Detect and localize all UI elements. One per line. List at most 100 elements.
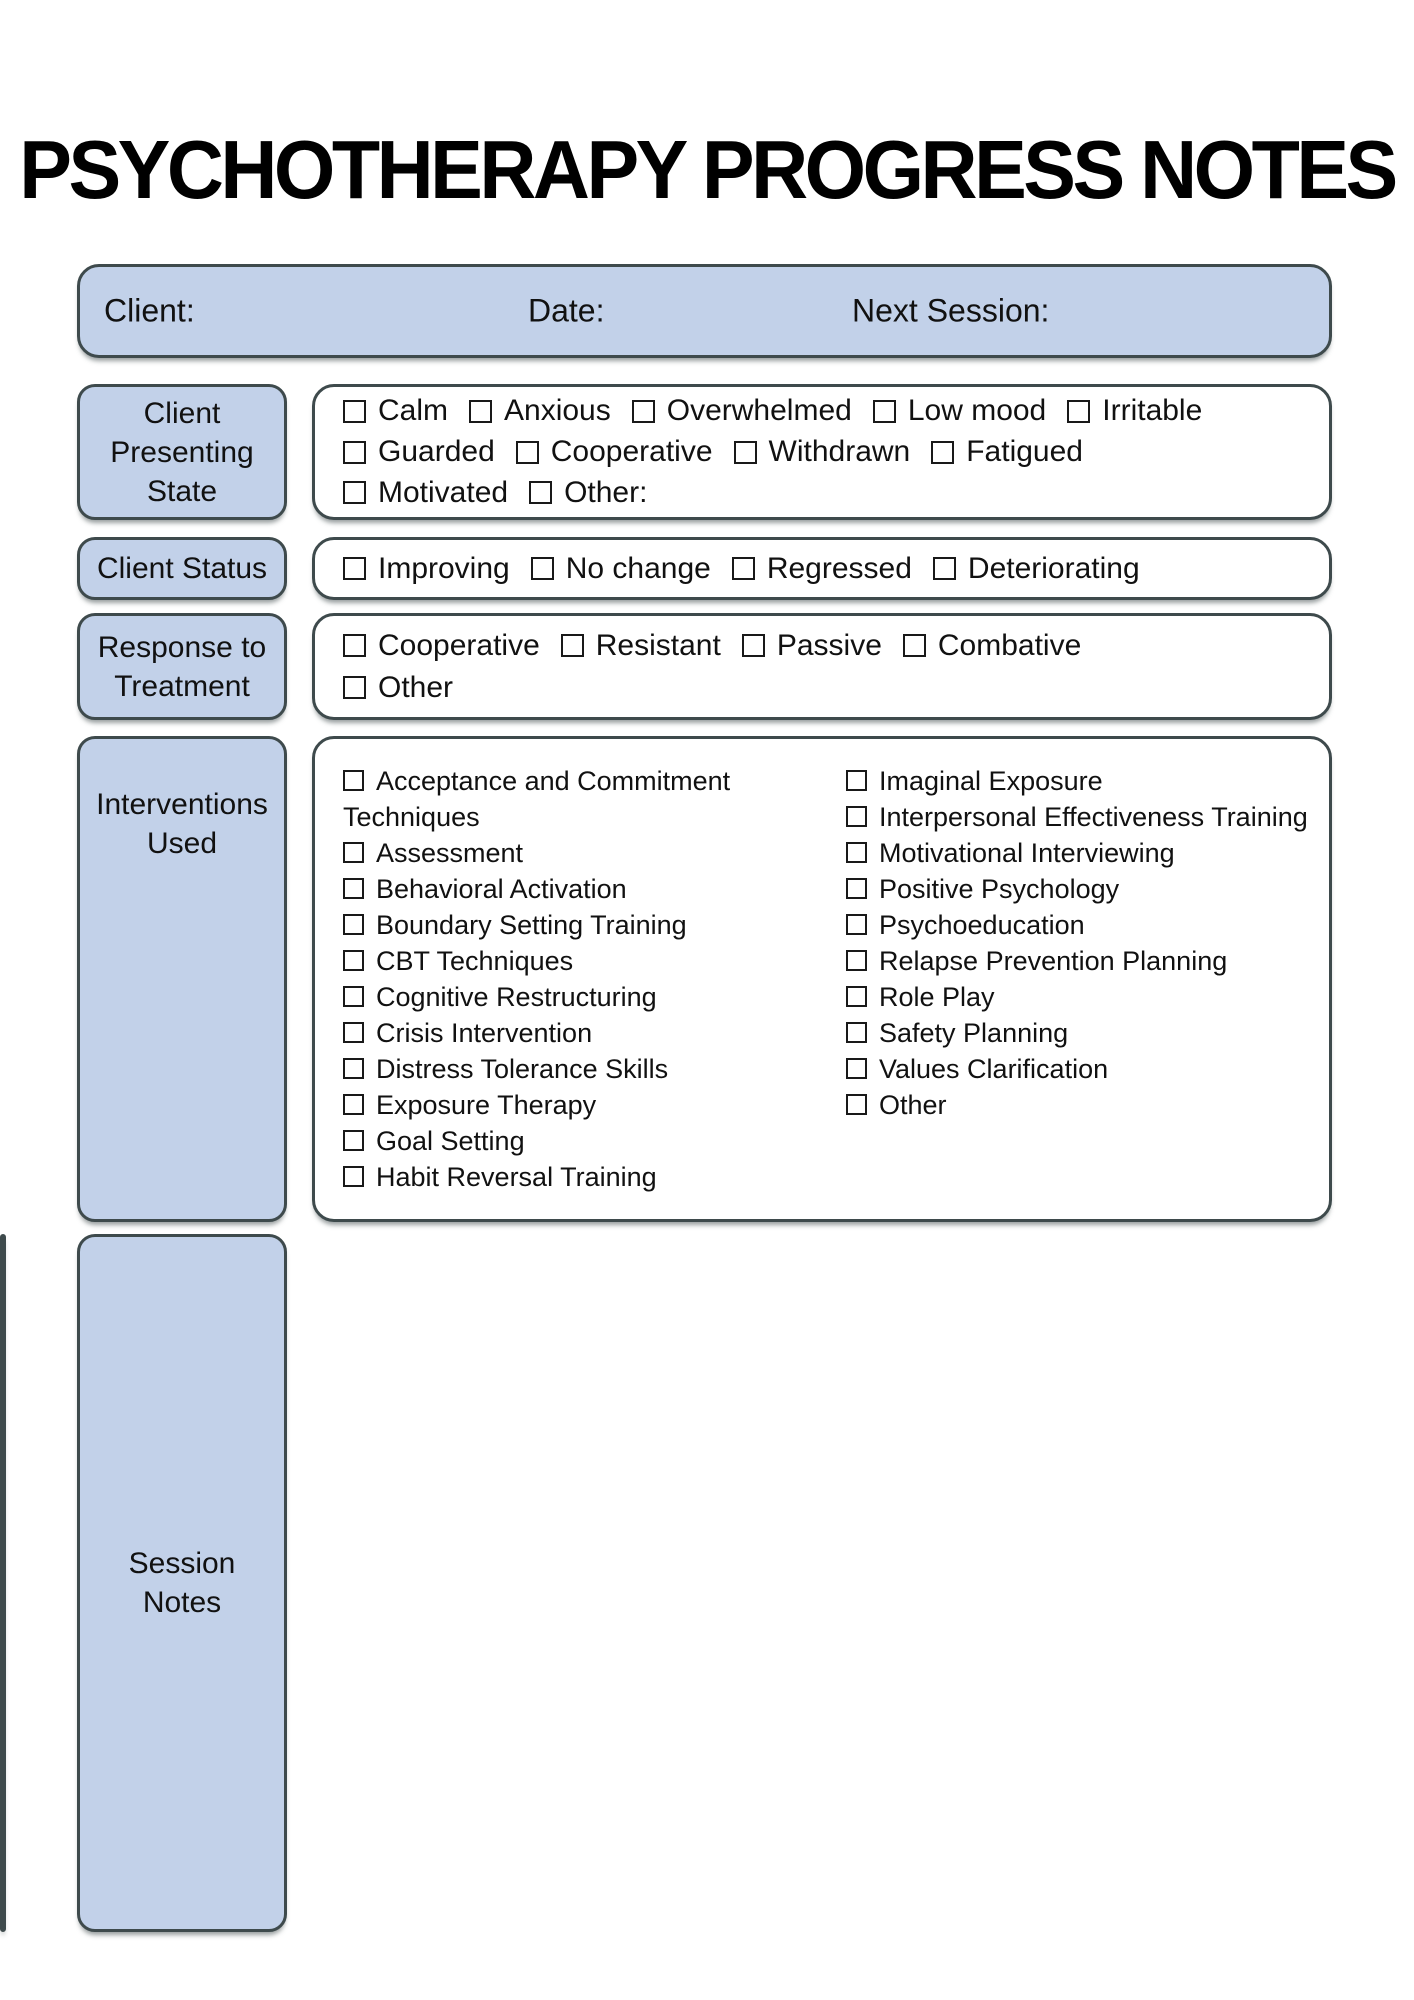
checkbox-option: Exposure Therapy [343, 1087, 846, 1123]
checkbox-option: Values Clarification [846, 1051, 1311, 1087]
checkbox-icon[interactable] [529, 481, 553, 505]
checkbox-option: Behavioral Activation [343, 871, 846, 907]
checkbox-icon[interactable] [343, 676, 366, 699]
option-label: Values Clarification [879, 1054, 1109, 1084]
checkbox-option: Low mood [872, 394, 1047, 428]
option-label: Low mood [907, 394, 1047, 428]
option-label: Combative [937, 628, 1082, 662]
checkbox-option: Cooperative [343, 629, 540, 663]
label-line: State [146, 474, 218, 508]
checkbox-icon[interactable] [741, 634, 765, 657]
checkbox-option: Other [846, 1087, 1311, 1123]
checkbox-icon[interactable] [343, 914, 364, 935]
option-label: Other: [564, 475, 648, 509]
checkbox-icon[interactable] [931, 440, 955, 464]
checkbox-icon[interactable] [846, 1022, 867, 1043]
label-line: Interventions [96, 788, 268, 821]
checkbox-icon[interactable] [733, 440, 757, 464]
checkbox-icon[interactable] [846, 770, 867, 791]
option-label: Role Play [879, 982, 995, 1012]
label-line: Client [143, 396, 221, 430]
label-line: Presenting [110, 435, 254, 469]
checkbox-option: Safety Planning [846, 1015, 1311, 1051]
option-label: Boundary Setting Training [376, 910, 687, 940]
option-label: Distress Tolerance Skills [376, 1054, 669, 1084]
option-label: Assessment [376, 838, 524, 868]
checkbox-option: Withdrawn [733, 435, 911, 469]
session-notes-area[interactable] [0, 1234, 6, 1932]
label-line: Notes [142, 1586, 222, 1619]
checkbox-icon[interactable] [343, 842, 364, 863]
checkbox-option: CBT Techniques [343, 943, 846, 979]
checkbox-option: Distress Tolerance Skills [343, 1051, 846, 1087]
checkbox-icon[interactable] [469, 399, 493, 423]
option-label: Guarded [378, 435, 495, 468]
option-label: Behavioral Activation [376, 874, 627, 904]
checkbox-option: Imaginal Exposure [846, 763, 1311, 799]
checkbox-icon[interactable] [343, 1058, 364, 1079]
checkbox-option: Passive [741, 628, 882, 663]
checkbox-icon[interactable] [631, 399, 655, 423]
option-label: Passive [776, 628, 882, 662]
option-label: Exposure Therapy [376, 1090, 597, 1120]
option-label: Cognitive Restructuring [376, 982, 657, 1012]
option-label: Withdrawn [768, 435, 911, 468]
checkbox-option: Regressed [731, 552, 912, 586]
checkbox-option: Combative [902, 628, 1082, 663]
checkbox-icon[interactable] [560, 634, 584, 657]
checkbox-icon[interactable] [846, 806, 867, 827]
checkbox-icon[interactable] [343, 1022, 364, 1043]
label-line: Response to [97, 630, 267, 664]
checkbox-option: Anxious [469, 394, 611, 428]
checkbox-icon[interactable] [1067, 399, 1091, 423]
checkbox-icon[interactable] [343, 634, 366, 657]
checkbox-icon[interactable] [343, 986, 364, 1007]
checkbox-icon[interactable] [343, 950, 364, 971]
checkbox-icon[interactable] [846, 878, 867, 899]
checkbox-icon[interactable] [343, 481, 366, 505]
checkbox-option: Acceptance and Commitment Techniques [343, 763, 846, 835]
checkbox-icon[interactable] [846, 1094, 867, 1115]
option-label: Other [378, 670, 454, 704]
checkbox-option: Motivated [343, 476, 508, 510]
checkbox-icon[interactable] [343, 399, 366, 423]
checkbox-icon[interactable] [343, 1130, 364, 1151]
checkbox-icon[interactable] [932, 557, 956, 580]
checkbox-icon[interactable] [846, 914, 867, 935]
checkbox-icon[interactable] [343, 440, 366, 464]
checkbox-icon[interactable] [343, 770, 364, 791]
option-label: Imaginal Exposure [879, 766, 1103, 796]
option-label: Relapse Prevention Planning [879, 946, 1228, 976]
checkbox-icon[interactable] [530, 557, 554, 580]
checkbox-icon[interactable] [846, 1058, 867, 1079]
date-field-label[interactable]: Date: [528, 292, 605, 329]
client-field-label[interactable]: Client: [104, 292, 195, 329]
checkbox-icon[interactable] [846, 842, 867, 863]
checkbox-icon[interactable] [731, 557, 755, 580]
checkbox-icon[interactable] [343, 1166, 364, 1187]
checkbox-icon[interactable] [902, 634, 926, 657]
option-label: Interpersonal Effectiveness Training [879, 802, 1308, 832]
label-line: Used [146, 827, 218, 860]
checkbox-icon[interactable] [343, 557, 366, 580]
checkbox-option: Overwhelmed [631, 394, 852, 428]
checkbox-icon[interactable] [515, 440, 539, 464]
option-label: Anxious [504, 394, 611, 428]
checkbox-option: Other: [529, 476, 647, 510]
checkbox-icon[interactable] [872, 399, 896, 423]
checkbox-icon[interactable] [846, 950, 867, 971]
checkbox-option: Irritable [1067, 394, 1202, 428]
checkbox-icon[interactable] [846, 986, 867, 1007]
checkbox-option: Interpersonal Effectiveness Training [846, 799, 1311, 835]
option-label: Motivated [378, 475, 509, 509]
next-session-field-label[interactable]: Next Session: [852, 292, 1050, 329]
checkbox-icon[interactable] [343, 878, 364, 899]
checkbox-icon[interactable] [343, 1094, 364, 1115]
